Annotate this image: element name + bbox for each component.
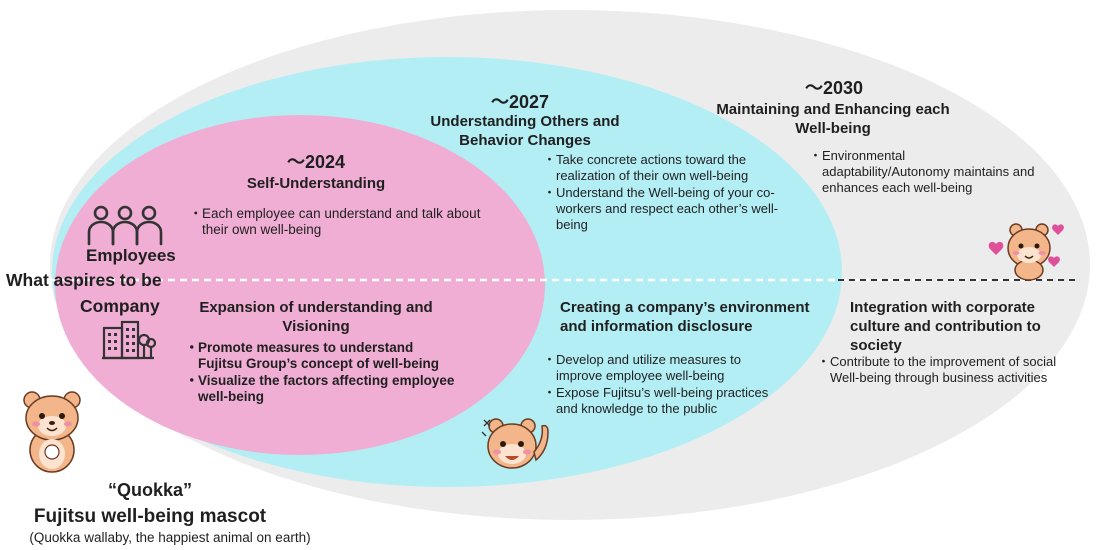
- stage-2024-company-bullets: Promote measures to understand Fujitsu G…: [185, 340, 456, 406]
- stage-2024-employee-bullets: Each employee can understand and talk ab…: [189, 206, 490, 239]
- stage-2027-year: ～2027: [490, 92, 550, 112]
- row-label-aspire: What aspires to be: [6, 270, 162, 290]
- stage-2027-company-title: Creating a company’s environment and inf…: [560, 299, 810, 335]
- heart-icon: [1052, 224, 1064, 235]
- list-item: Understand the Well-being of your co-wor…: [543, 185, 780, 233]
- list-item: Visualize the factors affecting employee…: [185, 373, 456, 405]
- list-item: Promote measures to understand Fujitsu G…: [185, 340, 456, 372]
- building-icon: [102, 320, 156, 360]
- quokka-mascot-icon: [988, 223, 1064, 281]
- stage-2024-year: ～2024: [286, 152, 346, 172]
- stage-2030-employee-bullets: Environmental adaptability/Autonomy main…: [809, 148, 1036, 197]
- stage-2024-company-title: Expansion of understanding and Visioning: [199, 299, 433, 335]
- list-item: Environmental adaptability/Autonomy main…: [809, 148, 1036, 196]
- quokka-mascot-icon: [481, 418, 549, 469]
- mascot-name: “Quokka”: [107, 480, 193, 500]
- stage-2030-company-bullets: Contribute to the improvement of social …: [817, 354, 1058, 387]
- stage-2030-company-title: Integration with corporate culture and c…: [850, 299, 1041, 354]
- stage-2027-company-bullets: Develop and utilize measures to improve …: [543, 352, 780, 418]
- list-item: Develop and utilize measures to improve …: [543, 352, 780, 384]
- stage-2030-employee-title: Maintaining and Enhancing each Well-bein…: [716, 101, 950, 137]
- list-item: Each employee can understand and talk ab…: [189, 206, 490, 238]
- people-icon: [87, 205, 163, 246]
- stage-2027-employee-title: Understanding Others and Behavior Change…: [430, 113, 620, 149]
- stage-2027-employee-bullets: Take concrete actions toward the realiza…: [543, 152, 780, 234]
- quokka-mascot-icon: [23, 391, 81, 473]
- row-label-employees: Employees: [86, 246, 176, 265]
- heart-icon: [1048, 256, 1060, 267]
- list-item: Expose Fujitsu’s well-being practices an…: [543, 385, 780, 417]
- mascot-role: Fujitsu well-being mascot: [33, 506, 267, 527]
- heart-icon: [988, 241, 1004, 255]
- list-item: Take concrete actions toward the realiza…: [543, 152, 780, 184]
- mascot-description: (Quokka wallaby, the happiest animal on …: [29, 530, 311, 545]
- row-label-company: Company: [80, 296, 160, 316]
- stage-2030-year: ～2030: [804, 78, 864, 98]
- list-item: Contribute to the improvement of social …: [817, 354, 1058, 386]
- stage-2024-employee-title: Self-Understanding: [246, 175, 386, 192]
